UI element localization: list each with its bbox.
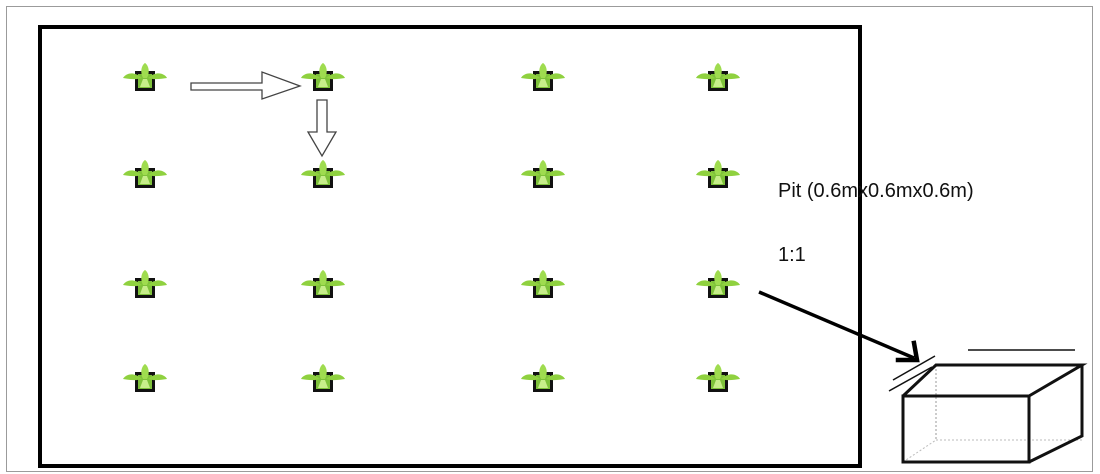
field-plot — [38, 25, 862, 468]
plant-seedling-icon — [521, 364, 565, 392]
plant-seedling-icon — [123, 270, 167, 298]
plant-seedling-icon — [696, 364, 740, 392]
plant-seedling-icon — [301, 160, 345, 188]
plant-seedling-icon — [123, 160, 167, 188]
plant-seedling-icon — [696, 63, 740, 91]
plant-seedling-icon — [301, 270, 345, 298]
plant-seedling-icon — [521, 63, 565, 91]
plant-seedling-icon — [301, 364, 345, 392]
ratio-label: 1:1 — [778, 244, 806, 266]
hollow-arrow-right-icon — [190, 71, 302, 100]
plant-seedling-icon — [696, 160, 740, 188]
pit-box-icon — [888, 349, 1088, 464]
plant-seedling-icon — [696, 270, 740, 298]
pit-size-label: Pit (0.6mx0.6mx0.6m) — [778, 180, 974, 202]
plant-grid — [123, 63, 740, 392]
plant-seedling-icon — [123, 364, 167, 392]
plant-seedling-icon — [123, 63, 167, 91]
plant-seedling-icon — [301, 63, 345, 91]
plant-seedling-icon — [521, 160, 565, 188]
pointer-arrow-icon — [758, 290, 920, 363]
hollow-arrow-down-icon — [306, 99, 338, 158]
plant-seedling-icon — [521, 270, 565, 298]
figure-frame — [6, 6, 1093, 472]
